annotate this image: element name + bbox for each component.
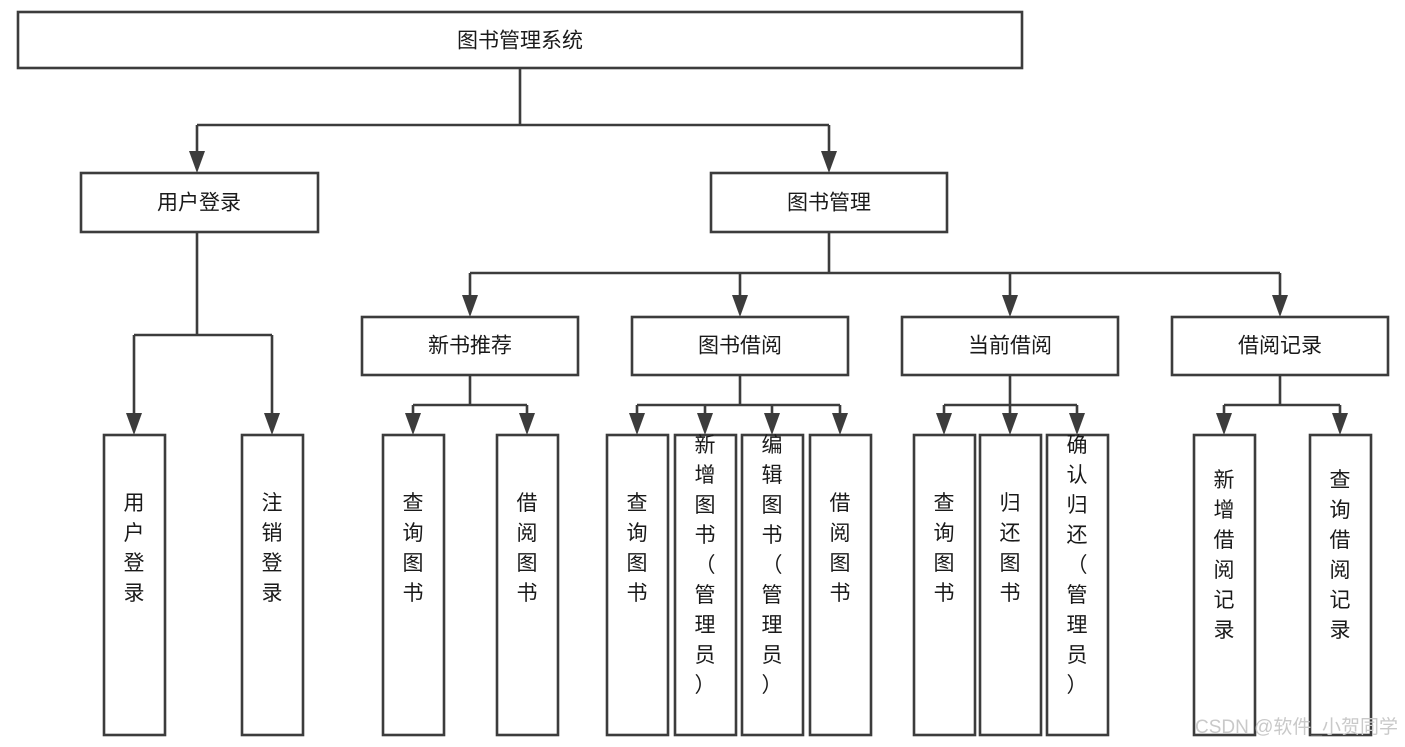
leaf-br-query-record-label: 查询借阅记录 bbox=[1330, 469, 1351, 642]
node-book-management-label: 图书管理 bbox=[787, 192, 871, 215]
leaf-node[interactable]: 确认归还（管理员） bbox=[1045, 433, 1110, 737]
leaf-br-add-record-label: 新增借阅记录 bbox=[1214, 469, 1235, 642]
leaf-cb-return-book-label: 归还图书 bbox=[1000, 492, 1021, 605]
node-user-login[interactable]: 用户登录 bbox=[79, 171, 320, 234]
node-book-borrow-box[interactable] bbox=[630, 315, 850, 377]
leaf-cb-query-book-label: 查询图书 bbox=[934, 492, 955, 605]
leaf-bb-borrow-book-box[interactable] bbox=[808, 433, 873, 737]
arrow-head-icon bbox=[832, 413, 848, 435]
leaf-nbr-query-book-box[interactable] bbox=[381, 433, 446, 737]
arrow-head-icon bbox=[264, 413, 280, 435]
arrow-head-icon bbox=[732, 295, 748, 317]
node-book-management-box[interactable] bbox=[709, 171, 949, 234]
node-book-management[interactable]: 图书管理 bbox=[709, 171, 949, 234]
leaf-cb-return-book-box[interactable] bbox=[978, 433, 1043, 737]
leaf-node[interactable]: 查询图书 bbox=[605, 433, 670, 737]
leaf-user-login-box[interactable] bbox=[102, 433, 167, 737]
leaf-logout-label: 注销登录 bbox=[262, 492, 283, 605]
node-root-book-management-system[interactable]: 图书管理系统 bbox=[16, 10, 1024, 70]
node-root-label: 图书管理系统 bbox=[457, 30, 583, 53]
arrow-head-icon bbox=[1332, 413, 1348, 435]
watermark-label: CSDN @软件_小贺同学 bbox=[1195, 716, 1398, 738]
node-current-borrow[interactable]: 当前借阅 bbox=[900, 315, 1120, 377]
leaf-bb-query-book-box[interactable] bbox=[605, 433, 670, 737]
leaf-node[interactable]: 查询借阅记录 bbox=[1308, 433, 1373, 737]
leaf-cb-confirm-return-label: 确认归还（管理员） bbox=[1067, 434, 1088, 697]
leaf-node[interactable]: 注销登录 bbox=[240, 433, 305, 737]
leaf-node[interactable]: 编辑图书（管理员） bbox=[740, 433, 805, 737]
leaf-nbr-borrow-book-box[interactable] bbox=[495, 433, 560, 737]
arrow-head-icon bbox=[1216, 413, 1232, 435]
node-new-book-recommend[interactable]: 新书推荐 bbox=[360, 315, 580, 377]
node-current-borrow-box[interactable] bbox=[900, 315, 1120, 377]
leaf-node[interactable]: 用户登录 bbox=[102, 433, 167, 737]
leaf-node[interactable]: 新增借阅记录 bbox=[1192, 433, 1257, 737]
node-new-book-recommend-box[interactable] bbox=[360, 315, 580, 377]
node-root-box[interactable] bbox=[16, 10, 1024, 70]
arrow-head-icon bbox=[1002, 413, 1018, 435]
leaf-node[interactable]: 新增图书（管理员） bbox=[673, 433, 738, 737]
leaf-bb-borrow-book-label: 借阅图书 bbox=[830, 492, 851, 605]
node-book-borrow[interactable]: 图书借阅 bbox=[630, 315, 850, 377]
node-user-login-label: 用户登录 bbox=[157, 192, 241, 215]
node-borrow-record-box[interactable] bbox=[1170, 315, 1390, 377]
arrow-head-icon bbox=[126, 413, 142, 435]
leaf-br-add-record-box[interactable] bbox=[1192, 433, 1257, 737]
node-borrow-record-label: 借阅记录 bbox=[1238, 335, 1322, 358]
node-current-borrow-label: 当前借阅 bbox=[968, 335, 1052, 358]
leaf-bb-query-book-label: 查询图书 bbox=[627, 492, 648, 605]
arrow-head-icon bbox=[1002, 295, 1018, 317]
arrow-head-icon bbox=[936, 413, 952, 435]
leaf-node[interactable]: 查询图书 bbox=[381, 433, 446, 737]
leaf-bb-edit-book-label: 编辑图书（管理员） bbox=[762, 434, 783, 697]
node-borrow-record[interactable]: 借阅记录 bbox=[1170, 315, 1390, 377]
arrow-head-icon bbox=[462, 295, 478, 317]
node-user-login-box[interactable] bbox=[79, 171, 320, 234]
arrow-head-icon bbox=[629, 413, 645, 435]
arrow-head-icon bbox=[1272, 295, 1288, 317]
leaf-bb-add-book-box[interactable] bbox=[673, 433, 738, 737]
connector-layer bbox=[126, 68, 1348, 435]
leaf-node[interactable]: 借阅图书 bbox=[495, 433, 560, 737]
leaf-cb-query-book-box[interactable] bbox=[912, 433, 977, 737]
arrow-head-icon bbox=[519, 413, 535, 435]
arrow-head-icon bbox=[697, 413, 713, 435]
leaf-logout-box[interactable] bbox=[240, 433, 305, 737]
leaf-br-query-record-box[interactable] bbox=[1308, 433, 1373, 737]
arrow-head-icon bbox=[405, 413, 421, 435]
leaf-node[interactable]: 查询图书 bbox=[912, 433, 977, 737]
leaf-nbr-query-book-label: 查询图书 bbox=[403, 492, 424, 605]
leaf-node[interactable]: 归还图书 bbox=[978, 433, 1043, 737]
leaf-cb-confirm-return-box[interactable] bbox=[1045, 433, 1110, 737]
leaf-bb-add-book-label: 新增图书（管理员） bbox=[695, 434, 716, 697]
arrow-head-icon bbox=[821, 151, 837, 173]
arrow-head-icon bbox=[189, 151, 205, 173]
leaf-node[interactable]: 借阅图书 bbox=[808, 433, 873, 737]
leaf-bb-edit-book-box[interactable] bbox=[740, 433, 805, 737]
leaf-user-login-label: 用户登录 bbox=[124, 492, 145, 605]
arrow-head-icon bbox=[1069, 413, 1085, 435]
node-book-borrow-label: 图书借阅 bbox=[698, 335, 782, 358]
arrow-head-icon bbox=[764, 413, 780, 435]
node-new-book-recommend-label: 新书推荐 bbox=[428, 335, 512, 358]
leaf-nbr-borrow-book-label: 借阅图书 bbox=[517, 492, 538, 605]
